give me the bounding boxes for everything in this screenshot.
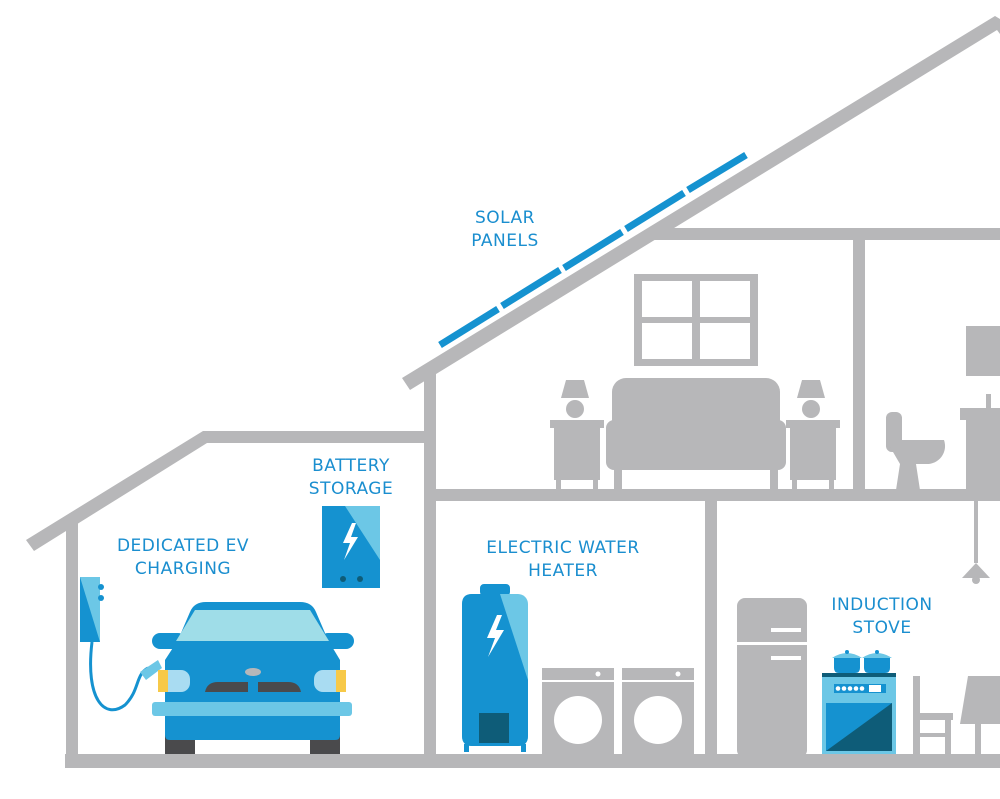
attic-floor [650, 228, 1000, 240]
sink [960, 394, 1000, 492]
pot [832, 650, 862, 673]
label-line: ELECTRIC WATER [486, 538, 640, 558]
induction-stove-label: INDUCTION STOVE [831, 594, 932, 640]
solar-panel [438, 306, 500, 348]
label-line: STORAGE [308, 479, 394, 499]
solar-panel [500, 267, 562, 309]
label-line: INDUCTION [831, 595, 933, 615]
solar-panels-label: SOLAR PANELS [471, 207, 539, 253]
nightstand-right [786, 380, 840, 490]
solar-panel [562, 229, 624, 271]
label-line: SOLAR [475, 208, 535, 228]
pot [862, 650, 892, 673]
water-heater-label: ELECTRIC WATER HEATER [486, 537, 639, 583]
refrigerator [737, 598, 807, 758]
nightstand-left [550, 380, 604, 490]
label-line: CHARGING [134, 559, 232, 579]
electric-car [152, 602, 354, 754]
garage-wall [66, 522, 78, 762]
solar-panels [438, 152, 748, 348]
label-line: STOVE [852, 618, 912, 638]
mirror [966, 326, 1000, 376]
lightning-bolt-icon [343, 523, 358, 560]
label-line: BATTERY [312, 456, 390, 476]
label-line: DEDICATED EV [116, 536, 250, 556]
main-roof [402, 16, 1000, 390]
induction-stove [822, 650, 896, 754]
kitchen-wall [705, 495, 717, 757]
table [960, 676, 1000, 758]
sofa [606, 378, 786, 490]
washer [542, 668, 614, 756]
main-left-wall [424, 370, 436, 760]
toilet [886, 412, 946, 490]
solar-panel [686, 152, 748, 193]
garage-roof [26, 431, 430, 551]
solar-panel [624, 190, 686, 232]
battery-storage-unit [322, 506, 380, 588]
ev-charging-label: DEDICATED EV CHARGING [117, 535, 249, 581]
pendant-lamp [962, 501, 990, 584]
dryer [622, 668, 694, 756]
chair [913, 676, 953, 758]
water-heater [462, 584, 528, 752]
window [634, 274, 758, 366]
label-line: HEATER [528, 561, 598, 581]
lightning-bolt-icon [487, 615, 504, 657]
bathroom-wall [853, 234, 865, 494]
house-structure [26, 16, 1000, 768]
battery-storage-label: BATTERY STORAGE [309, 455, 393, 501]
label-line: PANELS [471, 231, 539, 251]
ground-floor-line [65, 754, 1000, 768]
ev-charger [80, 577, 162, 712]
